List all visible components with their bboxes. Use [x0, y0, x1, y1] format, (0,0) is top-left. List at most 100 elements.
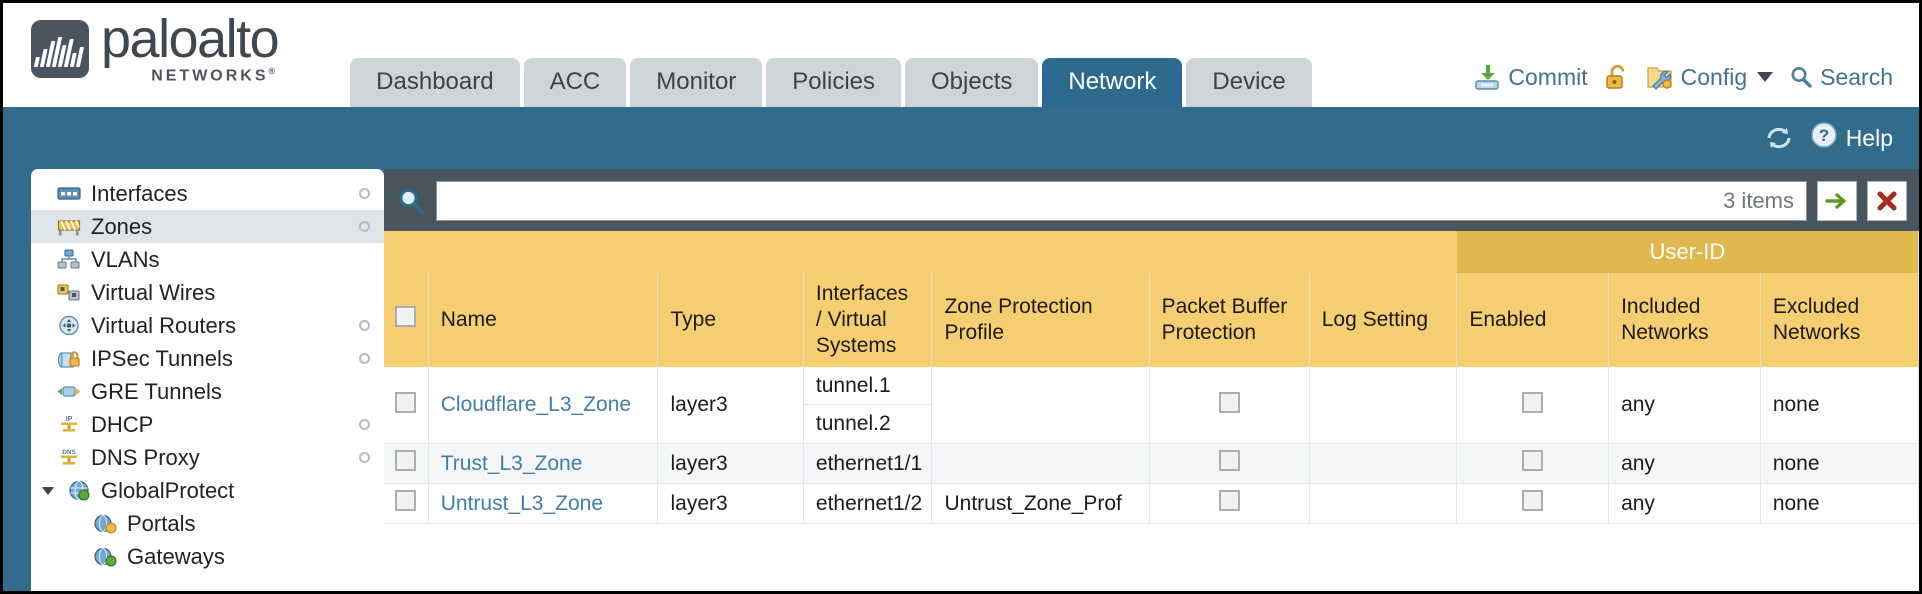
dhcp-icon: IP: [57, 414, 81, 435]
interface-item: tunnel.2: [815, 412, 891, 436]
search-filter-input-wrap[interactable]: 3 items: [436, 181, 1807, 221]
commit-button[interactable]: Commit: [1473, 63, 1588, 91]
expand-arrow-icon[interactable]: [39, 480, 57, 501]
sidebar-item-label: VLANs: [91, 246, 160, 272]
column-header-interfaces[interactable]: Interfaces / Virtual Systems: [803, 272, 933, 368]
column-header-excluded-networks[interactable]: Excluded Networks: [1760, 272, 1919, 368]
zone-name-link[interactable]: Trust_L3_Zone: [440, 451, 583, 475]
tab-monitor[interactable]: Monitor: [630, 57, 763, 107]
sidebar-status-dot: [359, 188, 370, 199]
sidebar-item-virtual-routers[interactable]: Virtual Routers: [31, 309, 384, 342]
table-row[interactable]: Untrust_L3_Zone layer3 ethernet1/2 Untru…: [384, 483, 1919, 525]
cell-zone-protection-profile: [931, 443, 1150, 485]
green-arrow-icon: [1825, 193, 1846, 209]
cell-packet-buffer-protection: [1149, 483, 1310, 525]
sidebar-item-label: DNS Proxy: [91, 444, 200, 470]
help-label: Help: [1845, 124, 1893, 151]
sidebar-status-dot: [359, 452, 370, 463]
globalprotect-icon: [67, 480, 91, 501]
apply-filter-button[interactable]: [1817, 181, 1857, 221]
sidebar-item-globalprotect[interactable]: GlobalProtect: [31, 474, 384, 507]
cell-name: Cloudflare_L3_Zone: [428, 367, 659, 445]
row-checkbox[interactable]: [395, 490, 417, 512]
top-header: paloalto NETWORKS® Dashboard ACC Monitor…: [3, 3, 1919, 107]
refresh-icon[interactable]: [1764, 124, 1794, 152]
zone-name-link[interactable]: Untrust_L3_Zone: [440, 491, 604, 515]
sidebar-item-label: Gateways: [127, 543, 225, 569]
packet-buffer-protection-checkbox[interactable]: [1218, 391, 1240, 413]
config-button[interactable]: Config: [1646, 63, 1774, 91]
config-icon: [1646, 63, 1674, 91]
row-checkbox[interactable]: [395, 450, 417, 472]
magnifier-icon[interactable]: [396, 186, 426, 216]
lock-button[interactable]: [1604, 63, 1630, 91]
sidebar-item-dns-proxy[interactable]: DNS DNS Proxy: [31, 441, 384, 474]
userid-enabled-checkbox[interactable]: [1522, 391, 1544, 413]
cell-excluded-networks: none: [1760, 483, 1919, 525]
tab-objects[interactable]: Objects: [905, 57, 1039, 107]
tab-network[interactable]: Network: [1042, 57, 1183, 107]
column-header-name[interactable]: Name: [428, 272, 659, 368]
sidebar-item-virtual-wires[interactable]: Virtual Wires: [31, 276, 384, 309]
packet-buffer-protection-checkbox[interactable]: [1218, 450, 1240, 472]
column-header-included-networks[interactable]: Included Networks: [1608, 272, 1761, 368]
sidebar-status-dot: [359, 419, 370, 430]
sidebar-item-interfaces[interactable]: Interfaces: [31, 177, 384, 210]
sidebar-item-label: Portals: [127, 510, 196, 536]
zones-table: User-ID Name Type Interfaces / Virtual S…: [384, 231, 1919, 525]
interfaces-icon: [57, 183, 81, 204]
page-body: Interfaces Zones: [3, 169, 1919, 591]
filter-bar: 3 items: [384, 169, 1919, 231]
tab-device[interactable]: Device: [1186, 57, 1312, 107]
cell-type: layer3: [657, 443, 804, 485]
portals-icon: [93, 513, 117, 534]
column-header-zone-protection-profile[interactable]: Zone Protection Profile: [931, 272, 1150, 368]
column-header-type[interactable]: Type: [657, 272, 804, 368]
red-x-icon: [1877, 191, 1897, 211]
chevron-down-icon[interactable]: [1757, 72, 1774, 82]
cell-included-networks: any: [1608, 483, 1761, 525]
sidebar-status-dot: [359, 320, 370, 331]
tab-policies[interactable]: Policies: [766, 57, 901, 107]
header-actions: Commit: [1473, 63, 1919, 107]
row-select-cell: [384, 367, 429, 445]
brand-logo: paloalto NETWORKS®: [3, 12, 280, 107]
table-row[interactable]: Trust_L3_Zone layer3 ethernet1/1: [384, 443, 1919, 485]
sidebar-item-vlans[interactable]: VLANs: [31, 243, 384, 276]
sidebar-item-portals[interactable]: Portals: [31, 507, 384, 540]
userid-enabled-checkbox[interactable]: [1522, 490, 1544, 512]
userid-enabled-checkbox[interactable]: [1522, 450, 1544, 472]
cell-name: Trust_L3_Zone: [428, 443, 659, 485]
cell-packet-buffer-protection: [1149, 443, 1310, 485]
search-label: Search: [1820, 63, 1893, 90]
table-body: Cloudflare_L3_Zone layer3 tunnel.1 tunne…: [384, 367, 1919, 525]
sidebar-item-dhcp[interactable]: IP DHCP: [31, 408, 384, 441]
column-header-enabled[interactable]: Enabled: [1456, 272, 1610, 368]
sidebar-item-label: IPSec Tunnels: [91, 345, 233, 371]
table-header: User-ID Name Type Interfaces / Virtual S…: [384, 231, 1919, 368]
zone-name-link[interactable]: Cloudflare_L3_Zone: [440, 393, 632, 417]
gateways-icon: [93, 546, 117, 567]
tab-acc[interactable]: ACC: [523, 57, 627, 107]
row-checkbox[interactable]: [395, 391, 417, 413]
sidebar-status-dot: [359, 353, 370, 364]
brand-sub: NETWORKS®: [101, 66, 278, 85]
sidebar-item-gateways[interactable]: Gateways: [31, 540, 384, 573]
cell-interfaces: ethernet1/1: [803, 443, 933, 485]
search-button[interactable]: Search: [1789, 64, 1893, 91]
cell-type: layer3: [657, 483, 804, 525]
help-button[interactable]: ? Help: [1810, 121, 1893, 155]
cell-log-setting: [1309, 367, 1458, 445]
clear-filter-button[interactable]: [1867, 181, 1907, 221]
packet-buffer-protection-checkbox[interactable]: [1218, 490, 1240, 512]
column-header-log-setting[interactable]: Log Setting: [1309, 272, 1458, 368]
tab-dashboard[interactable]: Dashboard: [350, 57, 520, 107]
column-header-packet-buffer-protection[interactable]: Packet Buffer Protection: [1149, 272, 1310, 368]
sidebar-item-zones[interactable]: Zones: [31, 210, 384, 243]
sidebar-item-ipsec-tunnels[interactable]: IPSec Tunnels: [31, 342, 384, 375]
item-count-label: 3 items: [1723, 188, 1794, 213]
sub-header-bar: ? Help: [3, 107, 1919, 169]
select-all-checkbox[interactable]: [395, 305, 417, 327]
sidebar-item-gre-tunnels[interactable]: GRE Tunnels: [31, 375, 384, 408]
cell-packet-buffer-protection: [1149, 367, 1310, 445]
